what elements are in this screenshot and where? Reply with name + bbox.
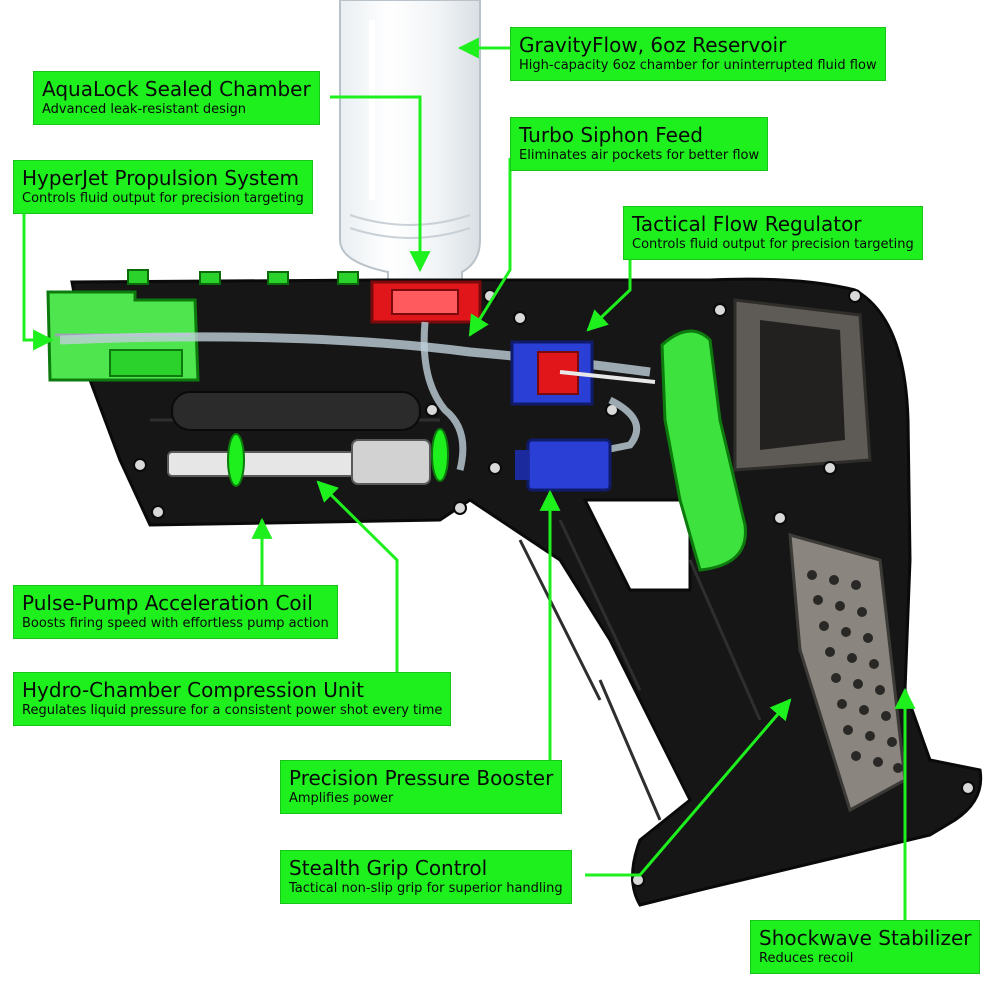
blue-pressure-booster — [515, 438, 612, 492]
callout-subtitle: Eliminates air pockets for better flow — [519, 148, 760, 163]
return-tube — [579, 396, 641, 459]
callout-subtitle: Boosts firing speed with effortless pump… — [22, 616, 329, 631]
callout-tactical: Tactical Flow Regulator Controls fluid o… — [623, 206, 923, 260]
callout-title: Shockwave Stabilizer — [759, 926, 972, 950]
callout-gravityflow: GravityFlow, 6oz Reservoir High-capacity… — [510, 27, 886, 81]
callout-aqualock: AquaLock Sealed Chamber Advanced leak-re… — [33, 71, 320, 125]
callout-precision: Precision Pressure Booster Amplifies pow… — [280, 760, 563, 814]
blaster-body — [70, 269, 983, 907]
callout-title: Tactical Flow Regulator — [632, 212, 862, 236]
red-sealed-chamber — [370, 280, 482, 324]
callout-pulse: Pulse-Pump Acceleration Coil Boosts firi… — [13, 585, 338, 639]
callout-title: Stealth Grip Control — [289, 856, 488, 880]
feed-tube — [420, 321, 467, 471]
callout-subtitle: Reduces recoil — [759, 951, 854, 966]
callout-subtitle: Tactical non-slip grip for superior hand… — [289, 881, 563, 896]
callout-subtitle: Controls fluid output for precision targ… — [22, 191, 304, 206]
callout-title: Precision Pressure Booster — [289, 766, 554, 790]
callout-hyperjet: HyperJet Propulsion System Controls flui… — [13, 160, 313, 214]
callout-stealth: Stealth Grip Control Tactical non-slip g… — [280, 850, 572, 904]
callout-title: GravityFlow, 6oz Reservoir — [519, 33, 787, 57]
blue-flow-regulator — [510, 340, 656, 406]
reservoir-bottle — [339, 0, 481, 287]
callout-subtitle: Controls fluid output for precision targ… — [632, 237, 914, 252]
callout-title: HyperJet Propulsion System — [22, 166, 299, 190]
callout-title: AquaLock Sealed Chamber — [42, 77, 311, 101]
callout-shockwave: Shockwave Stabilizer Reduces recoil — [750, 920, 981, 974]
callout-subtitle: Advanced leak-resistant design — [42, 102, 247, 117]
callout-title: Hydro-Chamber Compression Unit — [22, 678, 364, 702]
callout-title: Pulse-Pump Acceleration Coil — [22, 591, 313, 615]
compression-cylinder — [171, 391, 421, 431]
callout-subtitle: High-capacity 6oz chamber for uninterrup… — [519, 58, 877, 73]
leader-lines — [22, 37, 916, 920]
pump-piston — [167, 428, 449, 487]
callout-hydro: Hydro-Chamber Compression Unit Regulates… — [13, 672, 452, 726]
callout-subtitle: Amplifies power — [289, 791, 394, 806]
callout-title: Turbo Siphon Feed — [519, 123, 703, 147]
callout-subtitle: Regulates liquid pressure for a consiste… — [22, 703, 443, 718]
green-trigger — [660, 329, 747, 572]
callout-turbo: Turbo Siphon Feed Eliminates air pockets… — [510, 117, 769, 171]
